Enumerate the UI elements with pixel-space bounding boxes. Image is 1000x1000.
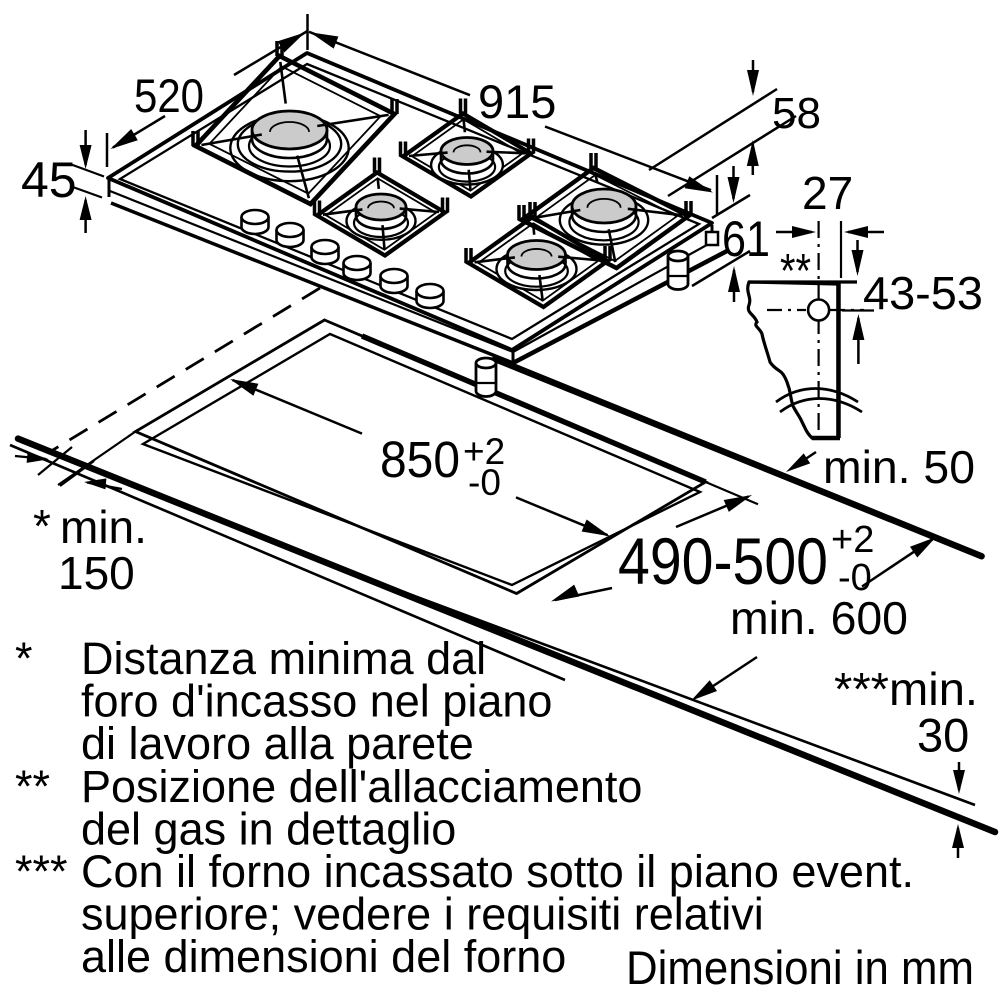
svg-text:520: 520 bbox=[134, 69, 204, 122]
svg-text:490-500: 490-500 bbox=[618, 524, 828, 598]
svg-text:850: 850 bbox=[380, 431, 460, 488]
svg-text:-0: -0 bbox=[838, 557, 872, 599]
svg-text:*: * bbox=[15, 633, 33, 684]
svg-text:150: 150 bbox=[58, 547, 135, 599]
svg-text:Con il forno incassato sotto i: Con il forno incassato sotto il piano ev… bbox=[81, 846, 914, 897]
svg-text:***min.: ***min. bbox=[834, 663, 978, 715]
svg-text:del gas in dettaglio: del gas in dettaglio bbox=[81, 803, 456, 854]
svg-text:43-53: 43-53 bbox=[863, 267, 983, 319]
svg-text:alle dimensioni del forno: alle dimensioni del forno bbox=[81, 931, 566, 982]
svg-text:45: 45 bbox=[21, 152, 77, 208]
svg-text:min.: min. bbox=[60, 501, 147, 553]
svg-text:27: 27 bbox=[802, 167, 853, 219]
svg-text:30: 30 bbox=[917, 709, 969, 762]
svg-text:Posizione dell'allacciamento: Posizione dell'allacciamento bbox=[81, 761, 642, 812]
svg-text:*: * bbox=[33, 500, 51, 552]
svg-text:-0: -0 bbox=[468, 462, 501, 503]
svg-text:min. 50: min. 50 bbox=[823, 441, 975, 493]
svg-text:61: 61 bbox=[722, 211, 770, 267]
svg-text:***: *** bbox=[15, 846, 68, 897]
svg-text:Distanza minima dal: Distanza minima dal bbox=[81, 633, 486, 684]
svg-text:di lavoro alla parete: di lavoro alla parete bbox=[81, 718, 474, 769]
svg-text:+2: +2 bbox=[463, 431, 505, 472]
svg-text:915: 915 bbox=[478, 75, 556, 128]
svg-text:**: ** bbox=[780, 245, 811, 298]
svg-text:**: ** bbox=[15, 761, 50, 812]
svg-text:superiore; vedere i requisiti: superiore; vedere i requisiti relativi bbox=[81, 889, 764, 940]
svg-text:58: 58 bbox=[772, 89, 821, 138]
svg-text:+2: +2 bbox=[831, 519, 874, 561]
svg-text:min. 600: min. 600 bbox=[730, 592, 908, 644]
svg-text:Dimensioni in mm: Dimensioni in mm bbox=[626, 941, 974, 994]
svg-text:foro d'incasso nel piano: foro d'incasso nel piano bbox=[81, 676, 552, 727]
